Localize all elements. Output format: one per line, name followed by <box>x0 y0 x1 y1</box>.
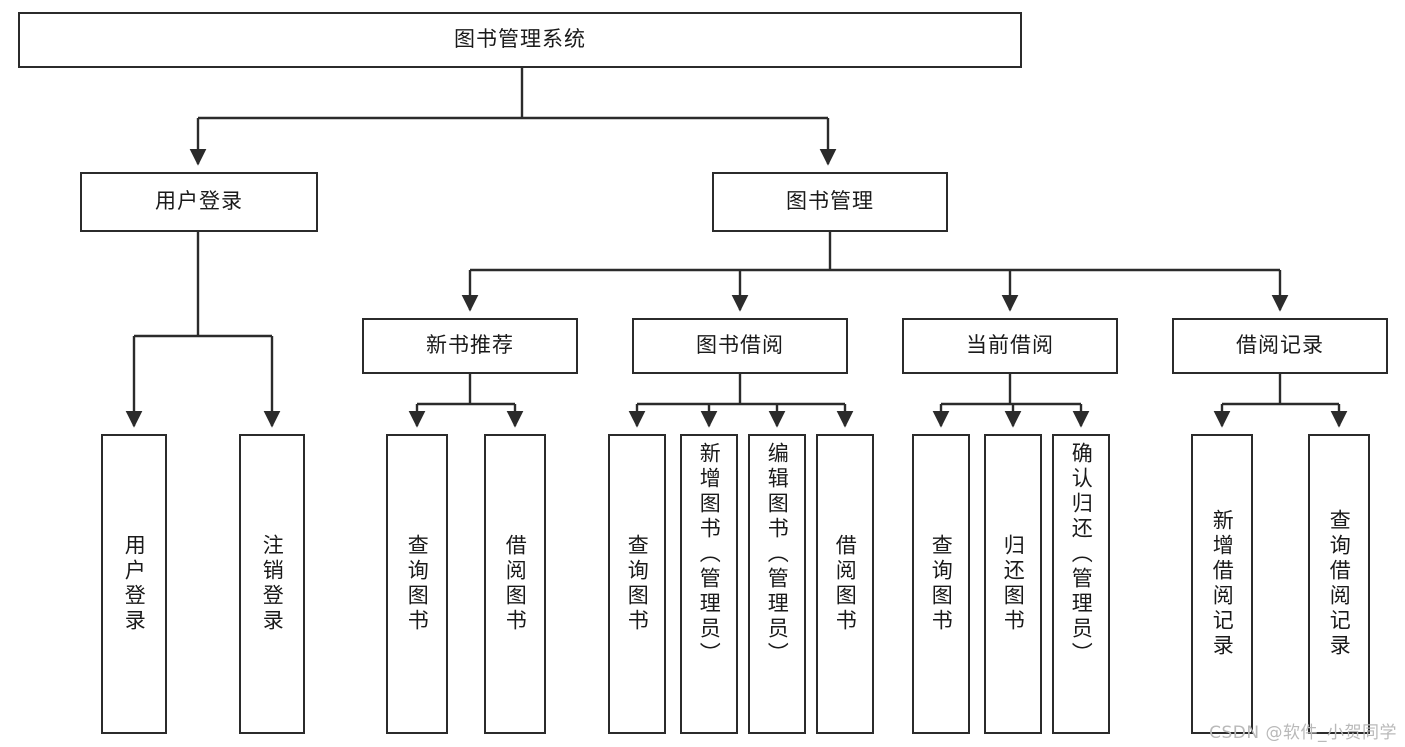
node-book-manage[interactable]: 图书管理 <box>712 172 948 232</box>
node-leaf-confirm-return-admin-label: 确认归还（管理员） <box>1069 442 1094 667</box>
node-leaf-user-login-label: 用户登录 <box>122 534 147 634</box>
node-leaf-edit-book-admin-label: 编辑图书（管理员） <box>765 442 790 667</box>
node-new-book-recommend-label: 新书推荐 <box>426 333 514 358</box>
node-leaf-query-book-1[interactable]: 查询图书 <box>386 434 448 734</box>
node-root[interactable]: 图书管理系统 <box>18 12 1022 68</box>
node-leaf-query-borrow-record[interactable]: 查询借阅记录 <box>1308 434 1370 734</box>
node-leaf-add-book-admin[interactable]: 新增图书（管理员） <box>680 434 738 734</box>
node-leaf-edit-book-admin[interactable]: 编辑图书（管理员） <box>748 434 806 734</box>
node-book-manage-label: 图书管理 <box>786 189 874 214</box>
node-leaf-add-borrow-record[interactable]: 新增借阅记录 <box>1191 434 1253 734</box>
node-leaf-query-book-3-label: 查询图书 <box>929 534 954 634</box>
node-current-borrow[interactable]: 当前借阅 <box>902 318 1118 374</box>
node-current-borrow-label: 当前借阅 <box>966 333 1054 358</box>
node-book-borrow-label: 图书借阅 <box>696 333 784 358</box>
node-leaf-add-book-admin-label: 新增图书（管理员） <box>697 442 722 667</box>
node-leaf-borrow-book-1-label: 借阅图书 <box>503 534 528 634</box>
node-leaf-confirm-return-admin[interactable]: 确认归还（管理员） <box>1052 434 1110 734</box>
node-leaf-borrow-book-2-label: 借阅图书 <box>833 534 858 634</box>
node-leaf-query-book-2-label: 查询图书 <box>625 534 650 634</box>
node-leaf-user-logout-label: 注销登录 <box>260 534 285 634</box>
node-leaf-query-book-3[interactable]: 查询图书 <box>912 434 970 734</box>
node-root-label: 图书管理系统 <box>454 27 586 52</box>
node-leaf-query-book-1-label: 查询图书 <box>405 534 430 634</box>
node-leaf-return-book-label: 归还图书 <box>1001 534 1026 634</box>
node-borrow-record[interactable]: 借阅记录 <box>1172 318 1388 374</box>
node-user-login-label: 用户登录 <box>155 189 243 214</box>
node-leaf-user-login[interactable]: 用户登录 <box>101 434 167 734</box>
node-user-login[interactable]: 用户登录 <box>80 172 318 232</box>
node-borrow-record-label: 借阅记录 <box>1236 333 1324 358</box>
node-book-borrow[interactable]: 图书借阅 <box>632 318 848 374</box>
node-leaf-query-book-2[interactable]: 查询图书 <box>608 434 666 734</box>
node-new-book-recommend[interactable]: 新书推荐 <box>362 318 578 374</box>
node-leaf-borrow-book-2[interactable]: 借阅图书 <box>816 434 874 734</box>
node-leaf-query-borrow-record-label: 查询借阅记录 <box>1327 509 1352 659</box>
node-leaf-add-borrow-record-label: 新增借阅记录 <box>1210 509 1235 659</box>
node-leaf-return-book[interactable]: 归还图书 <box>984 434 1042 734</box>
node-leaf-user-logout[interactable]: 注销登录 <box>239 434 305 734</box>
node-leaf-borrow-book-1[interactable]: 借阅图书 <box>484 434 546 734</box>
